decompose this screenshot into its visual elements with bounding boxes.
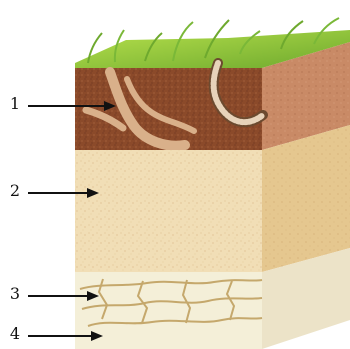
callout-number-1: 1 — [7, 96, 23, 112]
arrow-4 — [28, 331, 103, 341]
callout-number-3: 3 — [7, 286, 23, 302]
callout-number-2: 2 — [7, 183, 23, 199]
arrow-2 — [28, 188, 99, 198]
callout-number-4: 4 — [7, 326, 23, 342]
arrow-3 — [28, 291, 99, 301]
